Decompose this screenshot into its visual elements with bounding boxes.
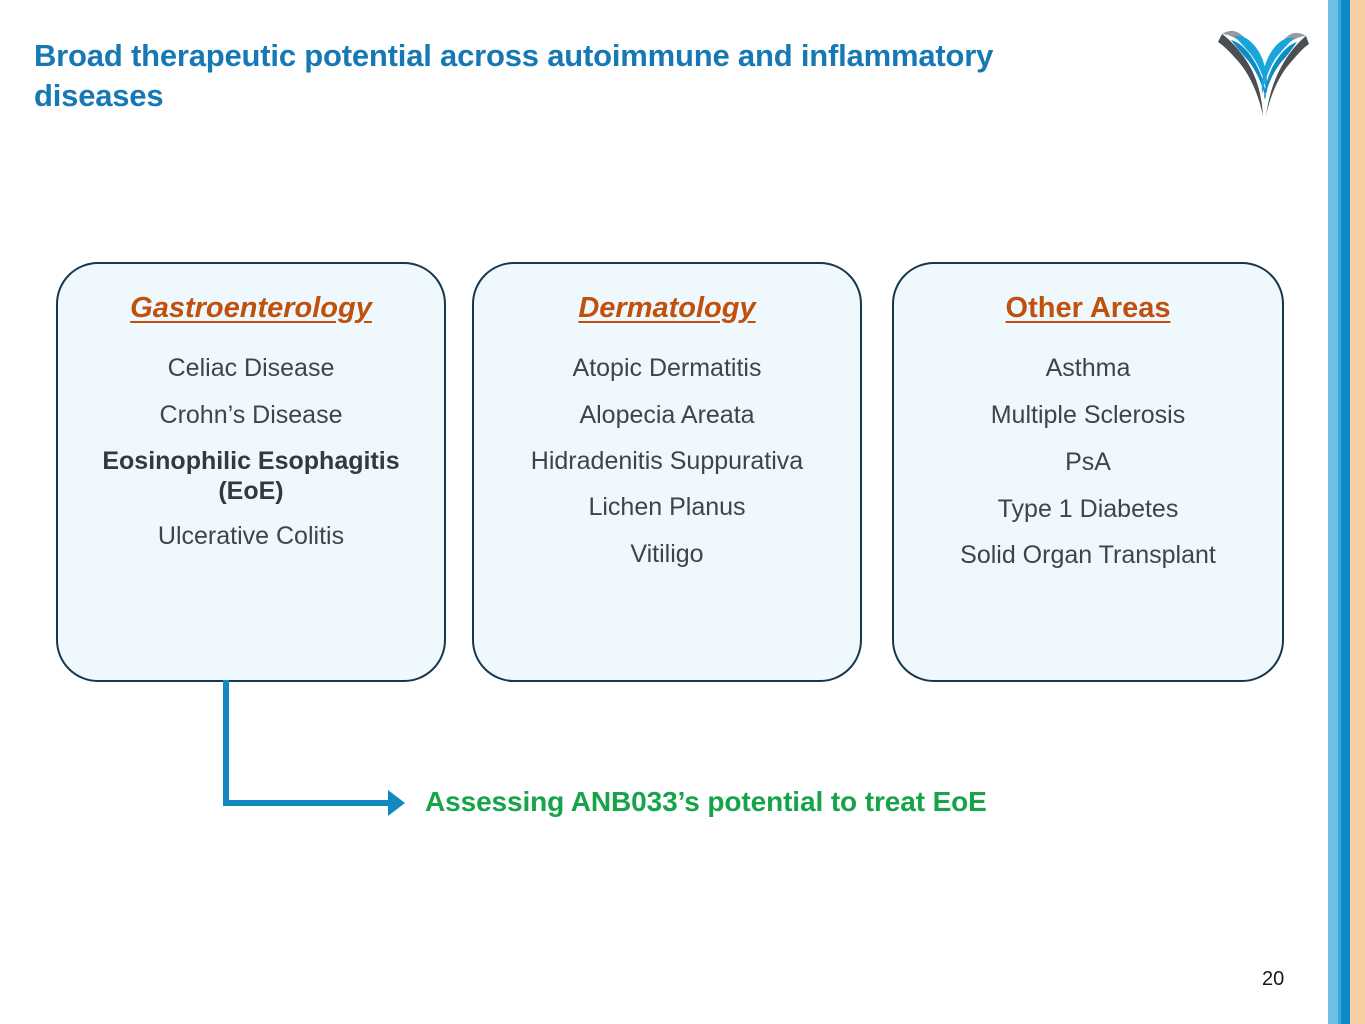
slide-title: Broad therapeutic potential across autoi… xyxy=(34,38,994,113)
list-item: Type 1 Diabetes xyxy=(997,495,1179,523)
category-box-gastroenterology: Gastroenterology Celiac Disease Crohn’s … xyxy=(56,262,446,682)
disease-list-dermatology: Atopic Dermatitis Alopecia Areata Hidrad… xyxy=(474,352,860,570)
disease-list-gastroenterology: Celiac Disease Crohn’s Disease Eosinophi… xyxy=(58,352,444,552)
box-heading-gastroenterology: Gastroenterology xyxy=(130,292,372,324)
edge-stripe-mid-blue xyxy=(1338,0,1341,1024)
list-item: Crohn’s Disease xyxy=(159,401,343,429)
box-heading-other-areas: Other Areas xyxy=(1005,292,1171,324)
list-item: Alopecia Areata xyxy=(579,401,755,429)
list-item: Solid Organ Transplant xyxy=(960,541,1216,569)
category-box-other-areas: Other Areas Asthma Multiple Sclerosis Ps… xyxy=(892,262,1284,682)
list-item: Multiple Sclerosis xyxy=(990,401,1186,429)
edge-stripe-light-blue xyxy=(1328,0,1338,1024)
category-box-dermatology: Dermatology Atopic Dermatitis Alopecia A… xyxy=(472,262,862,682)
list-item: Celiac Disease xyxy=(167,354,335,382)
list-item: Ulcerative Colitis xyxy=(157,522,345,550)
caption-text: Assessing ANB033’s potential to treat Eo… xyxy=(425,786,987,817)
company-logo xyxy=(1212,12,1316,124)
disease-list-other-areas: Asthma Multiple Sclerosis PsA Type 1 Dia… xyxy=(894,352,1282,570)
elbow-arrow-connector xyxy=(200,670,430,830)
list-item: PsA xyxy=(1065,448,1111,476)
edge-stripe-blue xyxy=(1341,0,1350,1024)
box-heading-dermatology: Dermatology xyxy=(578,292,756,324)
list-item: Hidradenitis Suppurativa xyxy=(530,447,804,475)
list-item-highlighted: Eosinophilic Esophagitis (EoE) xyxy=(102,447,400,505)
list-item: Lichen Planus xyxy=(588,493,746,521)
list-item: Asthma xyxy=(1045,354,1131,382)
edge-stripe-peach xyxy=(1350,0,1365,1024)
list-item: Vitiligo xyxy=(630,540,704,568)
list-item: Atopic Dermatitis xyxy=(572,354,762,382)
page-number: 20 xyxy=(1262,968,1285,990)
